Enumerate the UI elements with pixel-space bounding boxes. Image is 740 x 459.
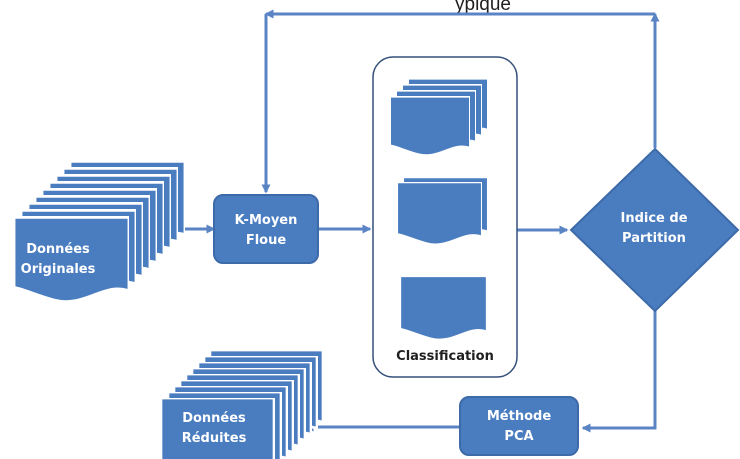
indice-partition-diamond: Indice de Partition bbox=[569, 147, 740, 313]
methode-pca-label-line1: Méthode bbox=[487, 409, 551, 424]
donnees-reduites-stack: Données Réduites bbox=[160, 350, 324, 459]
k-moyen-floue-box: K-Moyen Floue bbox=[213, 194, 319, 264]
k-moyen-label-line1: K-Moyen bbox=[235, 213, 298, 228]
classification-panel: Classification bbox=[372, 56, 518, 378]
indice-partition-label-line1: Indice de bbox=[620, 211, 687, 226]
donnees-originales-stack: Données Originales bbox=[14, 160, 185, 304]
donnees-reduites-label-line1: Données bbox=[182, 411, 246, 426]
methode-pca-label-line2: PCA bbox=[504, 429, 533, 444]
classification-label: Classification bbox=[396, 349, 494, 364]
arrow-diamond-down bbox=[581, 310, 657, 433]
methode-pca-box: Méthode PCA bbox=[459, 396, 579, 456]
indice-partition-label-line2: Partition bbox=[622, 231, 686, 246]
header-partial-text: ypique bbox=[455, 0, 511, 15]
donnees-reduites-label-line2: Réduites bbox=[182, 431, 247, 446]
classification-cluster-2 bbox=[397, 177, 488, 246]
classification-cluster-3 bbox=[400, 276, 487, 341]
k-moyen-label-line2: Floue bbox=[246, 233, 287, 248]
connectors bbox=[172, 9, 660, 433]
donnees-originales-label-line1: Données bbox=[26, 242, 90, 257]
donnees-originales-label-line2: Originales bbox=[21, 262, 96, 277]
